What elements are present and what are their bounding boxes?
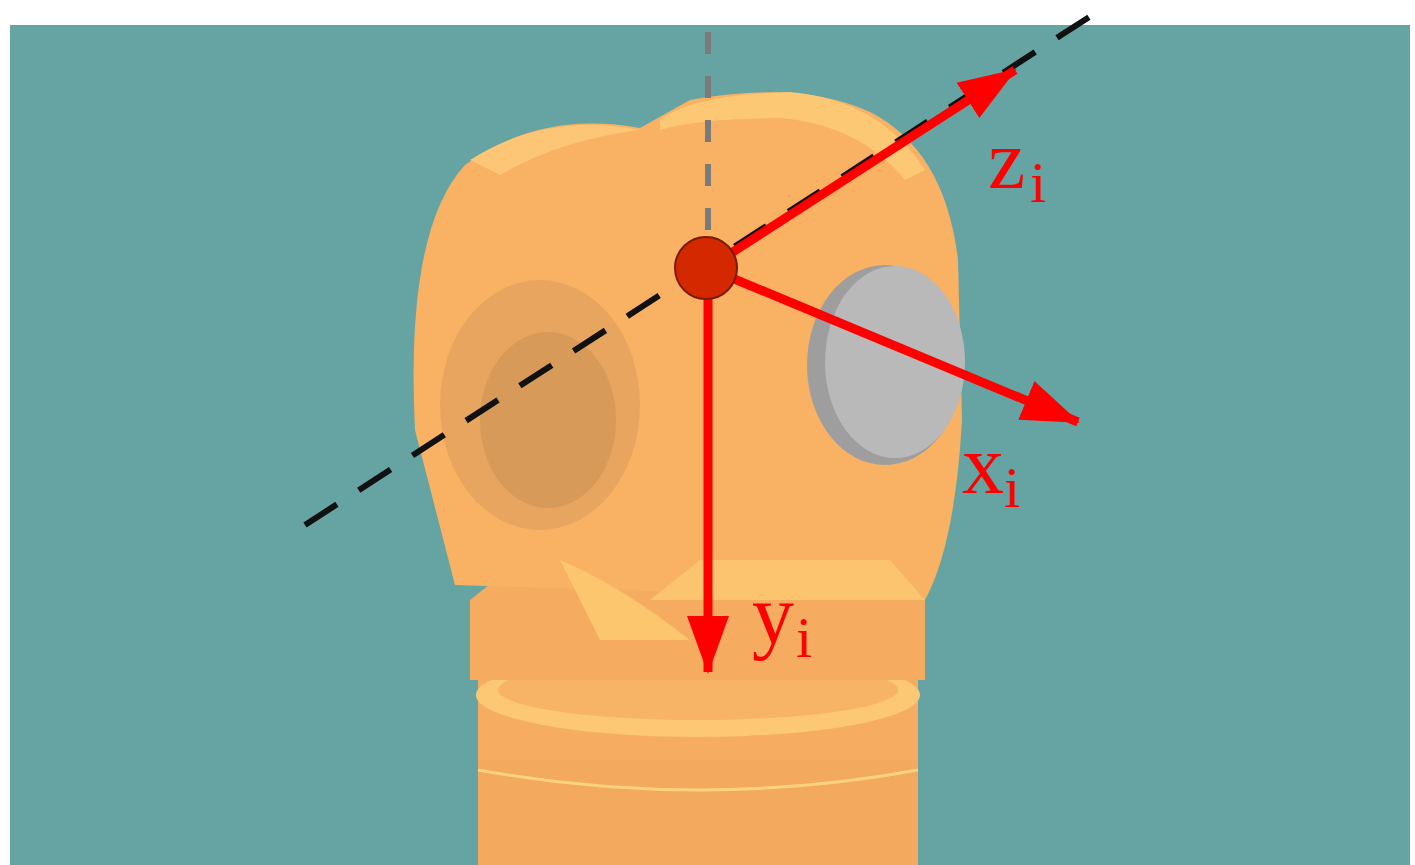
axis-subscript: i bbox=[1030, 154, 1046, 212]
z-axis-arrow bbox=[708, 70, 1015, 268]
robot-body bbox=[414, 92, 962, 865]
background bbox=[10, 25, 1410, 865]
axis-letter: x bbox=[962, 423, 1004, 507]
axis-subscript: i bbox=[1004, 459, 1020, 517]
frame-axes bbox=[708, 70, 1078, 672]
x-axis-arrow bbox=[708, 268, 1078, 422]
axis-letter: z bbox=[988, 118, 1025, 202]
joint-axis bbox=[305, 10, 1100, 525]
y-axis-arrow bbox=[704, 268, 713, 672]
frame-origin bbox=[675, 237, 737, 299]
axis-letter: y bbox=[752, 573, 794, 657]
axis-subscript: i bbox=[796, 609, 812, 667]
